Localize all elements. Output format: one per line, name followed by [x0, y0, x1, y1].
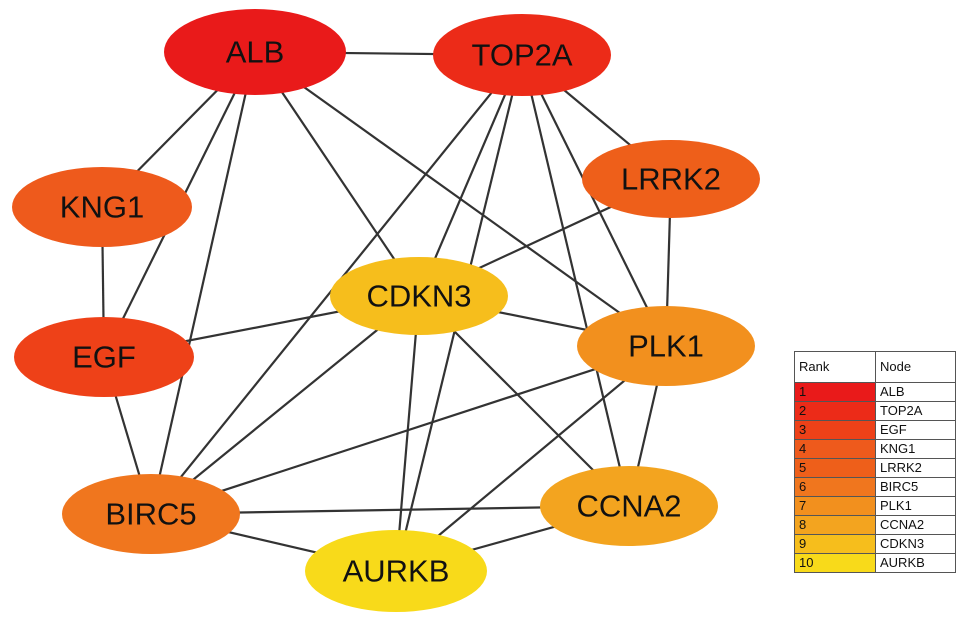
edge-top2a-ccna2 [520, 54, 631, 507]
node-label: BIRC5 [105, 497, 196, 532]
edge-cdkn3-birc5 [150, 295, 420, 515]
edge-plk1-aurkb [395, 345, 667, 572]
node-ellipse [14, 317, 194, 397]
edge-cdkn3-aurkb [394, 295, 421, 572]
node-plk1: PLK1 [577, 306, 755, 386]
node-label: ALB [226, 35, 285, 70]
legend-node: ALB [875, 382, 956, 402]
node-ellipse [540, 466, 718, 546]
legend-rank: 7 [794, 496, 876, 516]
legend-rank: 2 [794, 401, 876, 421]
edge-plk1-birc5 [150, 344, 667, 516]
legend-node: BIRC5 [875, 477, 956, 497]
node-ellipse [582, 140, 760, 218]
legend-rank: 10 [794, 553, 876, 573]
legend-header-row: Rank Node [794, 351, 956, 383]
node-label: KNG1 [60, 190, 144, 225]
legend-header-rank: Rank [794, 351, 876, 383]
node-ccna2: CCNA2 [540, 466, 718, 546]
node-ellipse [164, 9, 346, 95]
node-ellipse [12, 167, 192, 247]
node-top2a: TOP2A [433, 14, 611, 96]
node-label: CDKN3 [366, 279, 471, 314]
legend-rank: 8 [794, 515, 876, 535]
legend-rank: 9 [794, 534, 876, 554]
legend-header-node: Node [875, 351, 956, 383]
node-label: CCNA2 [576, 489, 681, 524]
node-label: EGF [72, 340, 136, 375]
legend-node: CDKN3 [875, 534, 956, 554]
node-label: TOP2A [471, 38, 572, 73]
edge-top2a-plk1 [521, 54, 667, 347]
legend-node: PLK1 [875, 496, 956, 516]
node-alb: ALB [164, 9, 346, 95]
legend-node: LRRK2 [875, 458, 956, 478]
node-label: AURKB [343, 554, 450, 589]
legend-rank: 6 [794, 477, 876, 497]
legend-rank: 5 [794, 458, 876, 478]
node-ellipse [62, 474, 240, 554]
node-ellipse [330, 257, 508, 335]
legend-node: KNG1 [875, 439, 956, 459]
legend-rank: 4 [794, 439, 876, 459]
node-ellipse [433, 14, 611, 96]
legend-node: CCNA2 [875, 515, 956, 535]
node-lrrk2: LRRK2 [582, 140, 760, 218]
node-cdkn3: CDKN3 [330, 257, 508, 335]
node-label: LRRK2 [621, 162, 721, 197]
edge-alb-birc5 [149, 51, 257, 515]
legend-node: AURKB [875, 553, 956, 573]
node-egf: EGF [14, 317, 194, 397]
node-label: PLK1 [628, 329, 704, 364]
node-kng1: KNG1 [12, 167, 192, 247]
legend-rank: 3 [794, 420, 876, 440]
legend-node: TOP2A [875, 401, 956, 421]
legend-node: EGF [875, 420, 956, 440]
legend-rank: 1 [794, 382, 876, 402]
node-birc5: BIRC5 [62, 474, 240, 554]
node-ellipse [305, 530, 487, 612]
node-ellipse [577, 306, 755, 386]
node-aurkb: AURKB [305, 530, 487, 612]
